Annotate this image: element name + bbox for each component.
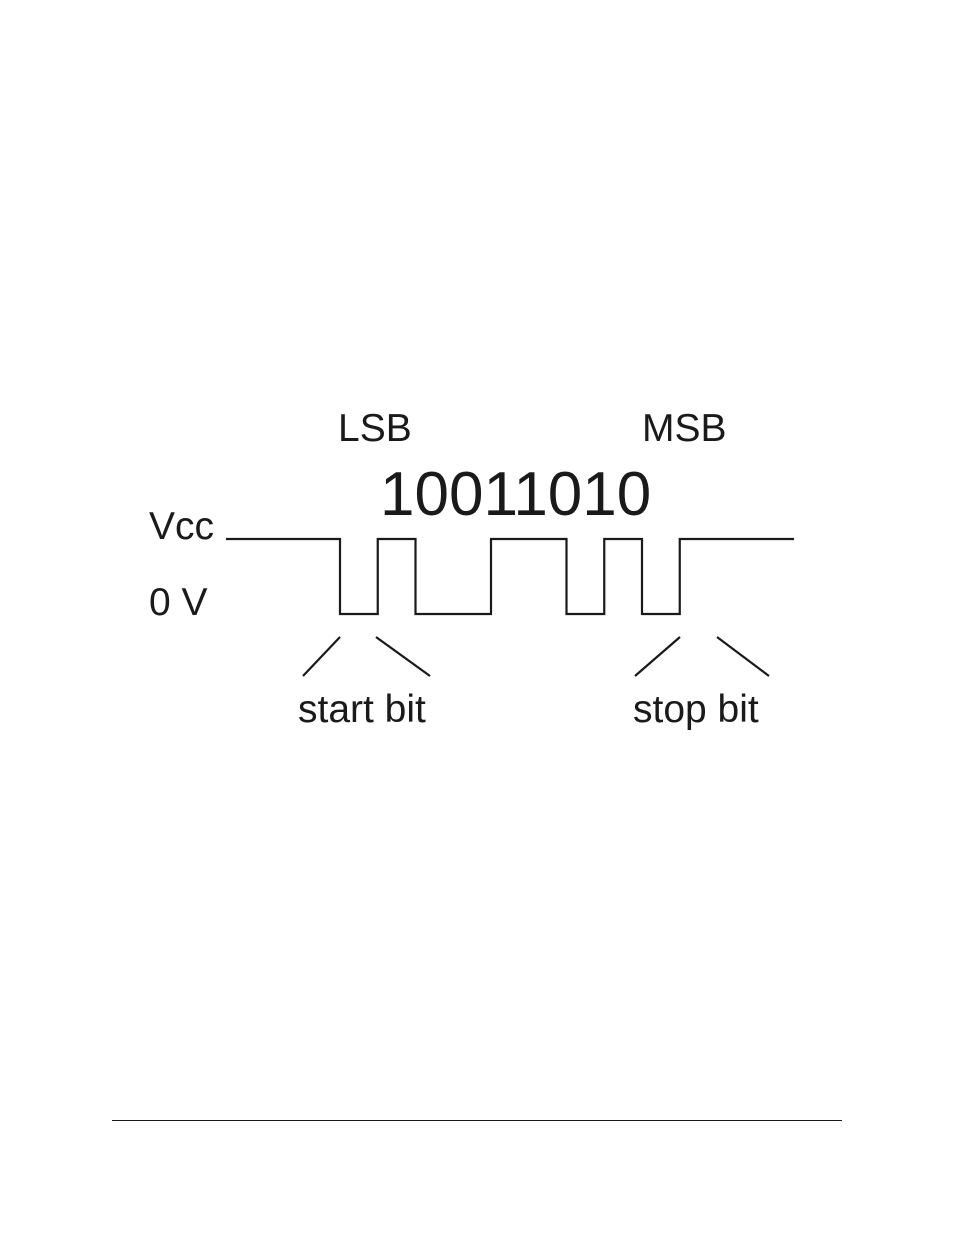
zero-volt-level-label: 0 V [149, 581, 208, 624]
stop-bit-label: stop bit [633, 688, 759, 731]
lsb-label: LSB [338, 407, 412, 450]
stop-bit-pointer-left [635, 637, 680, 676]
start-bit-pointer-left [303, 637, 340, 676]
vcc-level-label: Vcc [149, 505, 214, 548]
stop-bit-pointer-right [717, 637, 769, 676]
footer-rule [112, 1120, 842, 1121]
start-bit-label: start bit [298, 688, 426, 731]
msb-label: MSB [642, 407, 727, 450]
data-bits-label: 10011010 [380, 460, 651, 529]
start-bit-pointer-right [376, 637, 430, 676]
serial-waveform [226, 539, 794, 614]
